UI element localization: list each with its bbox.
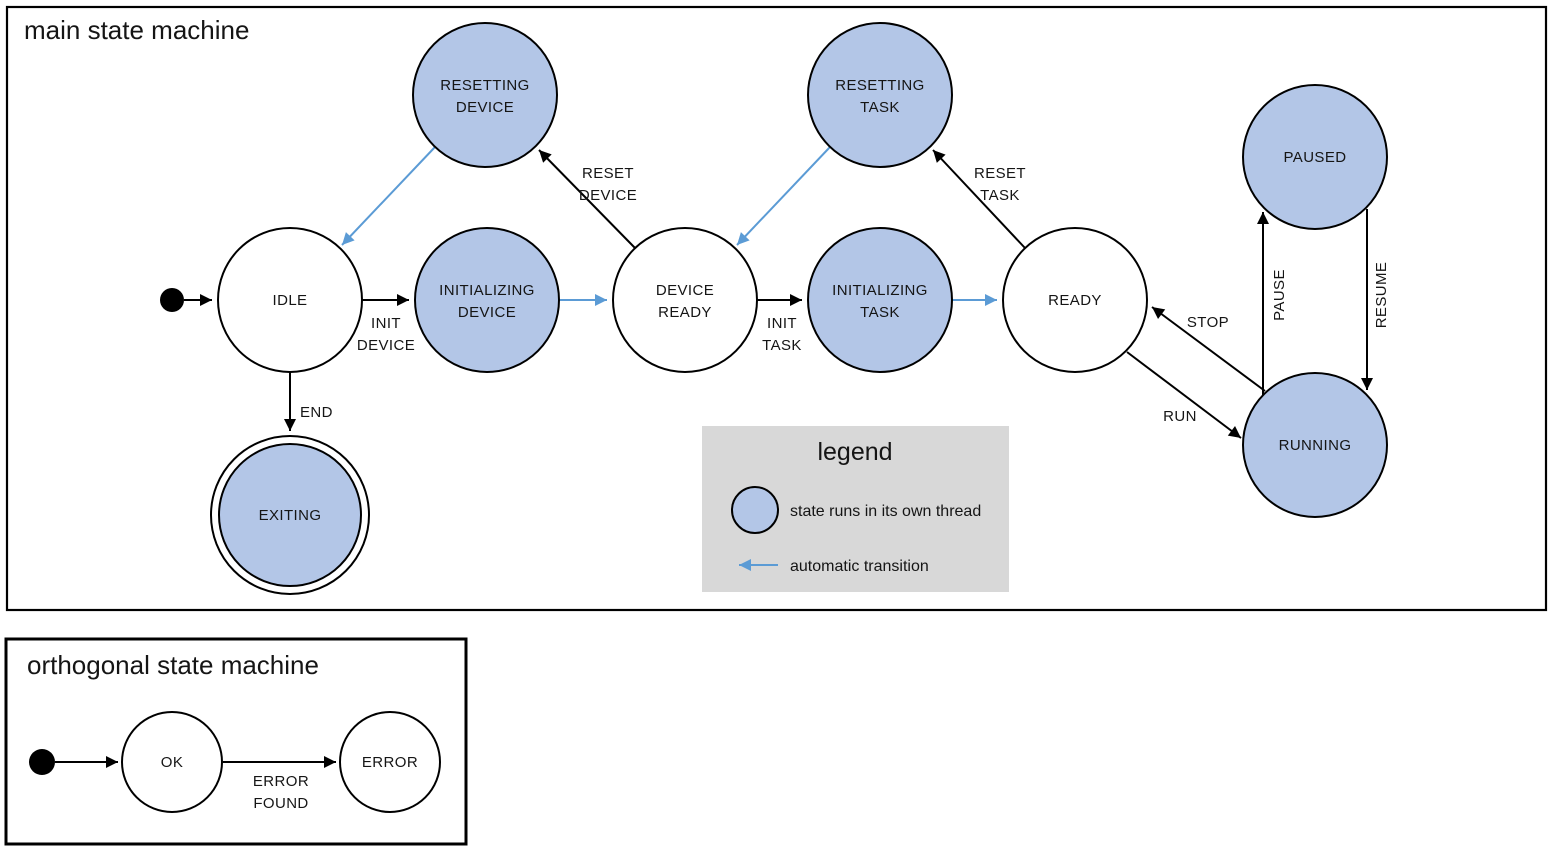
state-device-ready: [612, 227, 758, 373]
legend-auto-label: automatic transition: [790, 558, 929, 575]
transition-running-to-ready: [1151, 306, 1266, 392]
state-initializing-device: [414, 227, 560, 373]
state-label-initializing-task-line1: INITIALIZING: [832, 282, 928, 299]
main-state-machine-frame: [5, 5, 1548, 612]
transition-resetting-task-to-device-ready-auto: [736, 146, 831, 246]
transition-label-init-task-line1: INIT: [767, 315, 797, 332]
state-ready: [1002, 227, 1148, 373]
transition-label-error-found-line1: ERROR: [253, 773, 309, 790]
state-label-ready: READY: [1048, 292, 1102, 309]
legend-title: legend: [817, 438, 892, 466]
state-label-paused: PAUSED: [1284, 149, 1347, 166]
state-label-resetting-device-line1: RESETTING: [440, 77, 529, 94]
transition-label-run: RUN: [1163, 408, 1197, 425]
transition-label-init-device-line2: DEVICE: [357, 337, 415, 354]
main-initial-state-dot: [160, 288, 184, 312]
transition-label-reset-task-line1: RESET: [974, 165, 1026, 182]
transition-label-reset-device-line1: RESET: [582, 165, 634, 182]
state-error: [339, 711, 441, 813]
legend-thread-label: state runs in its own thread: [790, 503, 981, 520]
state-ok: [121, 711, 223, 813]
orthogonal-initial-state-dot: [29, 749, 55, 775]
state-resetting-task: [807, 22, 953, 168]
state-label-device-ready-line1: DEVICE: [656, 282, 714, 299]
orthogonal-state-machine-title: orthogonal state machine: [27, 650, 319, 680]
state-label-initializing-device-line2: DEVICE: [458, 304, 516, 321]
state-label-resetting-task-line1: RESETTING: [835, 77, 924, 94]
transition-label-resume: RESUME: [1373, 262, 1390, 329]
state-label-idle: IDLE: [273, 292, 308, 309]
main-state-machine-title: main state machine: [24, 15, 249, 45]
transition-device-ready-to-resetting-device: [538, 149, 636, 249]
transition-label-pause: PAUSE: [1271, 269, 1288, 321]
legend-thread-state-icon: [731, 486, 779, 534]
state-resetting-device: [412, 22, 558, 168]
transition-ready-to-resetting-task: [932, 149, 1026, 249]
transition-label-reset-device-line2: DEVICE: [579, 187, 637, 204]
state-label-initializing-task-line2: TASK: [860, 304, 900, 321]
transition-label-error-found-line2: FOUND: [253, 795, 308, 812]
state-label-error: ERROR: [362, 754, 418, 771]
state-label-exiting: EXITING: [259, 507, 322, 524]
state-label-initializing-device-line1: INITIALIZING: [439, 282, 535, 299]
state-initializing-task: [807, 227, 953, 373]
state-label-device-ready-line2: READY: [658, 304, 712, 321]
transition-label-init-task-line2: TASK: [762, 337, 802, 354]
transition-ready-to-running: [1126, 351, 1242, 439]
transition-label-reset-task-line2: TASK: [980, 187, 1020, 204]
state-idle: [217, 227, 363, 373]
transition-resetting-device-to-idle-auto: [341, 146, 436, 246]
transition-label-init-device-line1: INIT: [371, 315, 401, 332]
orthogonal-state-machine-frame: [4, 637, 468, 846]
state-label-resetting-task-line2: TASK: [860, 99, 900, 116]
transition-label-end: END: [300, 404, 333, 421]
state-label-ok: OK: [161, 754, 183, 771]
state-label-resetting-device-line2: DEVICE: [456, 99, 514, 116]
state-exiting: [218, 443, 362, 587]
state-paused: [1242, 84, 1388, 230]
state-label-running: RUNNING: [1279, 437, 1352, 454]
state-running: [1242, 372, 1388, 518]
transition-label-stop: STOP: [1187, 314, 1229, 331]
